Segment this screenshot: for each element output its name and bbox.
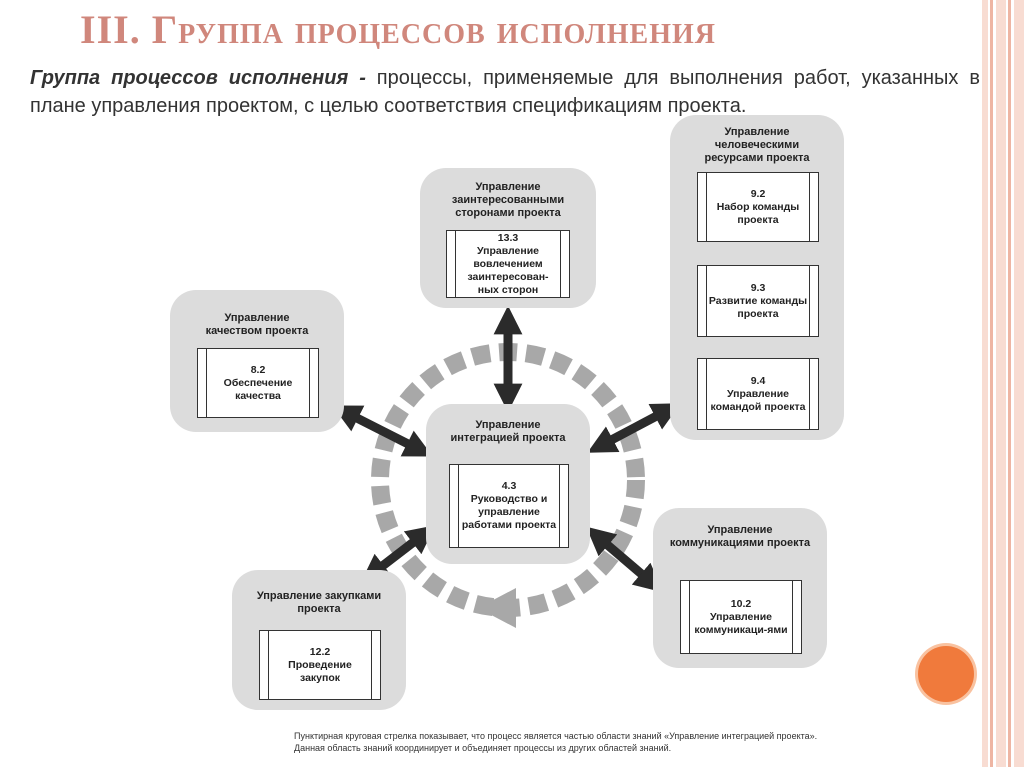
- process-9-3: 9.3 Развитие команды проекта: [697, 265, 819, 337]
- process-number: 9.4: [750, 374, 766, 387]
- process-8-2: 8.2 Обеспечение качества: [197, 348, 319, 418]
- process-number: 13.3: [497, 231, 519, 244]
- process-name: Обеспечение качества: [223, 376, 293, 402]
- process-name: Набор команды проекта: [716, 200, 800, 226]
- arrow-procurement: [360, 525, 436, 583]
- arrow-quality: [332, 405, 433, 457]
- process-text: 9.4 Управление командой проекта: [708, 359, 808, 429]
- area-procurement: Управление закупками проекта 12.2 Провед…: [232, 570, 406, 710]
- process-9-4: 9.4 Управление командой проекта: [697, 358, 819, 430]
- process-number: 9.2: [750, 187, 766, 200]
- process-9-2: 9.2 Набор команды проекта: [697, 172, 819, 242]
- process-name: Управление коммуникаци-ями: [694, 610, 788, 636]
- process-number: 9.3: [750, 281, 766, 294]
- area-title: Управление человеческими ресурсами проек…: [704, 126, 810, 164]
- intro-bold: Группа процессов исполнения -: [30, 67, 366, 89]
- process-name: Проведение закупок: [288, 658, 352, 684]
- process-text: 9.2 Набор команды проекта: [708, 173, 808, 241]
- process-name: Управление командой проекта: [710, 387, 806, 413]
- process-text: 4.3 Руководство и управление работами пр…: [460, 465, 558, 547]
- process-13-3: 13.3 Управление вовлечением заинтересова…: [446, 230, 570, 298]
- process-name: Развитие команды проекта: [708, 294, 808, 320]
- process-text: 12.2 Проведение закупок: [270, 631, 370, 699]
- area-integration: Управление интеграцией проекта 4.3 Руков…: [426, 404, 590, 564]
- area-title: Управление закупками проекта: [256, 590, 382, 615]
- process-text: 8.2 Обеспечение качества: [208, 349, 308, 417]
- process-name: Руководство и управление работами проект…: [461, 493, 557, 531]
- area-title: Управление качеством проекта: [205, 312, 309, 337]
- process-12-2: 12.2 Проведение закупок: [259, 630, 381, 700]
- arrow-hr: [587, 403, 681, 453]
- slide-title: III. Группа процессов исполнения: [80, 7, 716, 52]
- area-human-resources: Управление человеческими ресурсами проек…: [670, 115, 844, 440]
- process-4-3: 4.3 Руководство и управление работами пр…: [449, 464, 569, 548]
- process-text: 9.3 Развитие команды проекта: [708, 266, 808, 336]
- footnote-line-2: Данная область знаний координирует и объ…: [294, 743, 672, 753]
- area-stakeholders: Управление заинтересованными сторонами п…: [420, 168, 596, 308]
- process-number: 12.2: [309, 645, 331, 658]
- decorative-orange-circle: [918, 646, 974, 702]
- area-title: Управление интеграцией проекта: [450, 419, 566, 444]
- process-number: 4.3: [501, 480, 517, 492]
- process-10-2: 10.2 Управление коммуникаци-ями: [680, 580, 802, 654]
- area-communications: Управление коммуникациями проекта 10.2 У…: [653, 508, 827, 668]
- arrow-communications: [586, 526, 663, 593]
- decorative-stripes: [980, 0, 1024, 767]
- process-number: 8.2: [250, 363, 266, 376]
- intro-text: процессы, применяемые для выполнения раб…: [30, 67, 980, 117]
- footnote: Пунктирная круговая стрелка показывает, …: [294, 730, 817, 754]
- process-number: 10.2: [730, 597, 752, 610]
- area-quality: Управление качеством проекта 8.2 Обеспеч…: [170, 290, 344, 432]
- process-text: 13.3 Управление вовлечением заинтересова…: [457, 231, 559, 297]
- circular-arrow-head: [478, 588, 516, 628]
- footnote-line-1: Пунктирная круговая стрелка показывает, …: [294, 731, 818, 741]
- process-text: 10.2 Управление коммуникаци-ями: [691, 581, 791, 653]
- area-title: Управление заинтересованными сторонами п…: [451, 181, 565, 219]
- intro-paragraph: Группа процессов исполнения - процессы, …: [30, 64, 980, 120]
- process-name: Управление вовлечением заинтересован-ных…: [467, 244, 549, 296]
- area-title: Управление коммуникациями проекта: [669, 524, 811, 549]
